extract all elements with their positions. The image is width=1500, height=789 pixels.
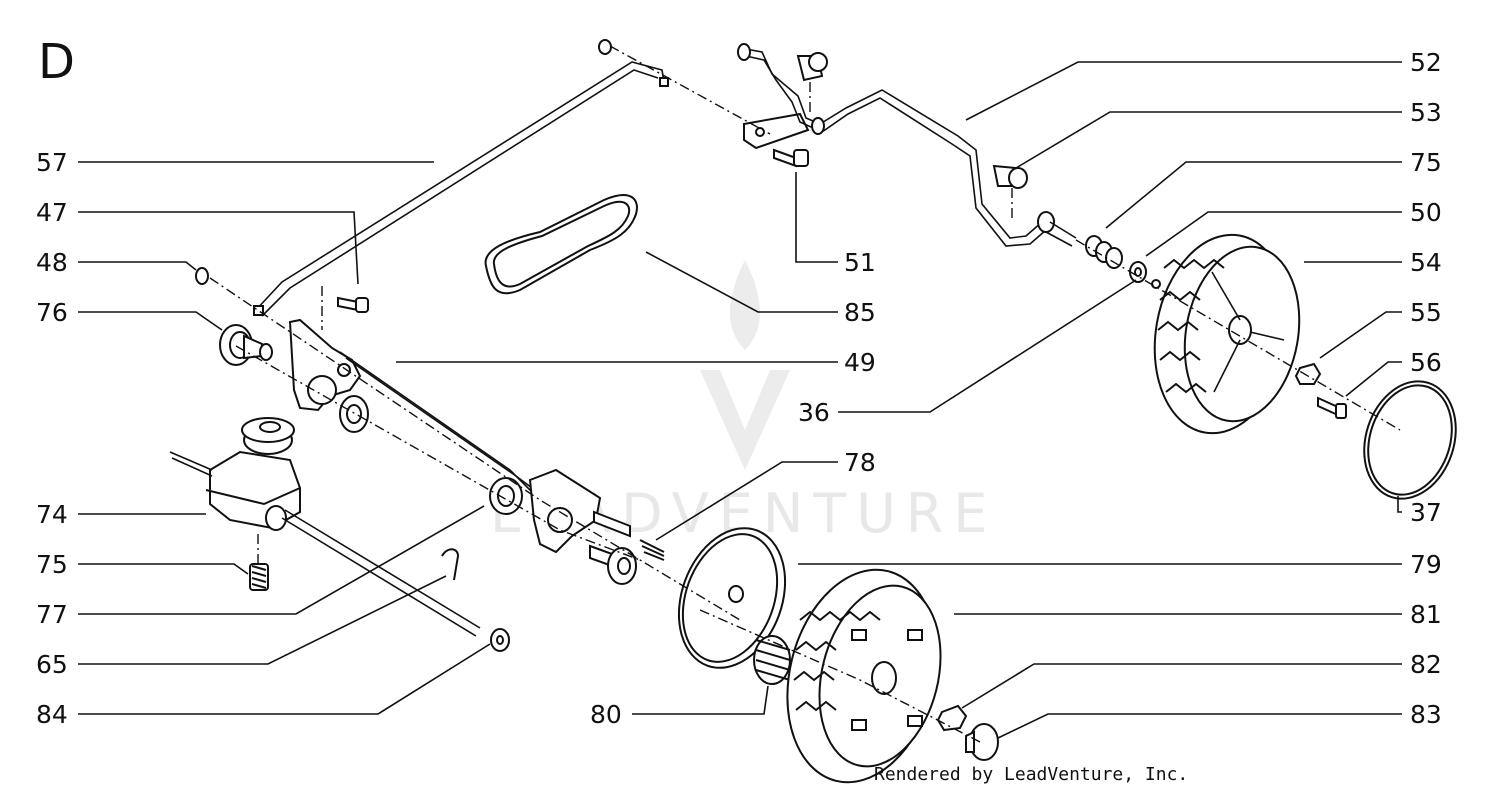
callout-52: 52 [1410, 48, 1442, 77]
callout-77: 77 [36, 600, 68, 629]
wheel-81 [786, 568, 942, 784]
callout-labels: 52 53 75 50 54 55 56 37 79 81 82 83 57 4… [36, 48, 1442, 729]
callout-50: 50 [1410, 198, 1442, 227]
bolt-47 [337, 296, 369, 313]
leader-lines [78, 61, 1402, 739]
credit-text: Rendered by LeadVenture, Inc. [874, 764, 1188, 785]
spring-75-left [249, 563, 269, 591]
washer-84 [490, 628, 510, 652]
bolt-51 [773, 148, 809, 168]
wheel-54 [1153, 233, 1301, 435]
callout-54: 54 [1410, 248, 1442, 277]
spring-78 [593, 510, 665, 561]
callout-85: 85 [844, 298, 876, 327]
lower-bracket [528, 468, 602, 554]
bolt-56 [1317, 396, 1347, 419]
washer-77-upper [339, 395, 369, 433]
callout-80: 80 [590, 700, 622, 729]
hubcap-37 [1363, 380, 1457, 500]
callout-47: 47 [36, 198, 68, 227]
nut-55 [1294, 362, 1322, 385]
callout-65: 65 [36, 650, 68, 679]
callout-83: 83 [1410, 700, 1442, 729]
washer-77-lower [489, 477, 523, 515]
washer-upper [598, 39, 612, 55]
section-letter: D [38, 34, 75, 90]
mount-plate [743, 112, 810, 150]
callout-79: 79 [1410, 550, 1442, 579]
callout-56: 56 [1410, 348, 1442, 377]
nut-82 [936, 704, 968, 732]
rod-52 [737, 43, 1077, 247]
callout-37: 37 [1410, 498, 1442, 527]
callout-48: 48 [36, 248, 68, 277]
callout-76: 76 [36, 298, 68, 327]
bushing-53 [796, 52, 1028, 189]
callout-57: 57 [36, 148, 68, 177]
part-drawings [169, 39, 1457, 784]
pivot-bushing [589, 544, 637, 585]
belt-85 [484, 194, 638, 295]
pinion-gear-80 [753, 635, 791, 685]
clip-65 [441, 548, 460, 581]
spring-75-right [1085, 235, 1123, 269]
bearing-76 [219, 324, 273, 366]
bracket-49 [288, 318, 557, 500]
watermark-logo-icon [700, 260, 790, 470]
callout-75-right: 75 [1410, 148, 1442, 177]
washer-50 [1129, 261, 1161, 289]
axle-shaft [281, 509, 481, 637]
callout-82: 82 [1410, 650, 1442, 679]
transmission-74 [169, 417, 301, 531]
alignment-axes [209, 45, 1401, 743]
callout-84: 84 [36, 700, 68, 729]
callout-36: 36 [798, 398, 830, 427]
callout-53: 53 [1410, 98, 1442, 127]
callout-81: 81 [1410, 600, 1442, 629]
callout-75-left: 75 [36, 550, 68, 579]
cover-disc-79 [677, 527, 787, 669]
callout-74: 74 [36, 500, 68, 529]
washer-48 [195, 267, 209, 285]
callout-55: 55 [1410, 298, 1442, 327]
callout-49: 49 [844, 348, 876, 377]
rod-57 [253, 61, 669, 317]
callout-51: 51 [844, 248, 876, 277]
callout-78: 78 [844, 448, 876, 477]
cap-83 [965, 723, 999, 761]
